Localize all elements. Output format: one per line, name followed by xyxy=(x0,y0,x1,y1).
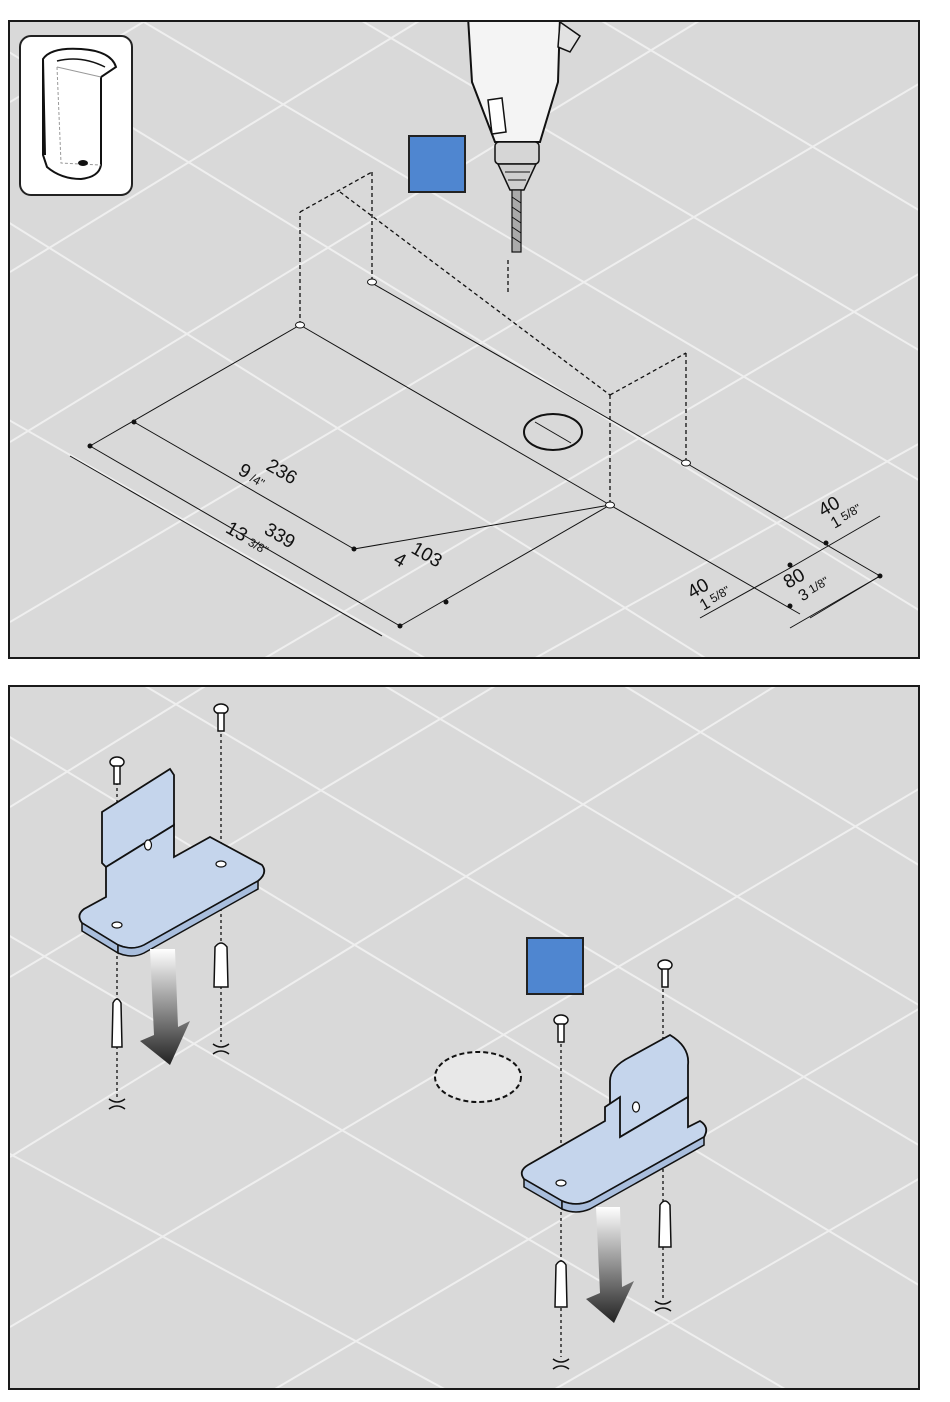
down-arrow-icon xyxy=(140,949,190,1065)
product-outline xyxy=(300,172,686,505)
dimension-dots xyxy=(88,420,883,629)
bracket-mounting-panel xyxy=(8,685,920,1390)
step-marker xyxy=(408,135,466,193)
step-marker xyxy=(526,937,584,995)
dim-40-top-in-frac: 5/8" xyxy=(838,501,863,524)
hole-markers xyxy=(296,279,691,508)
right-bracket-group xyxy=(522,960,707,1369)
drain-circle xyxy=(524,414,582,450)
dimension-lines xyxy=(70,282,880,636)
wall-bracket-icon xyxy=(79,769,264,956)
product-thumbnail xyxy=(19,35,133,196)
down-arrow-icon xyxy=(586,1207,634,1323)
drill-icon xyxy=(468,22,580,252)
floor-hole xyxy=(435,1052,521,1102)
product-holder-icon xyxy=(21,37,131,194)
dim-80-in-frac: 1/8" xyxy=(806,574,831,597)
dimension-labels: 236 9 /4" 339 13 3/8" 103 4 40 1 5/8" 40… xyxy=(222,444,865,616)
drilling-diagram: 236 9 /4" 339 13 3/8" 103 4 40 1 5/8" 40… xyxy=(10,22,920,659)
bracket-mounting-diagram xyxy=(10,687,920,1390)
dim-103: 103 xyxy=(408,538,446,572)
dim-236: 236 xyxy=(263,455,301,489)
left-bracket-group xyxy=(79,704,264,1109)
dim-103-in: 4 xyxy=(390,549,410,573)
floor-grid xyxy=(10,22,920,659)
drilling-diagram-panel: 236 9 /4" 339 13 3/8" 103 4 40 1 5/8" 40… xyxy=(8,20,920,659)
dim-339-in-whole: 13 xyxy=(222,518,251,547)
